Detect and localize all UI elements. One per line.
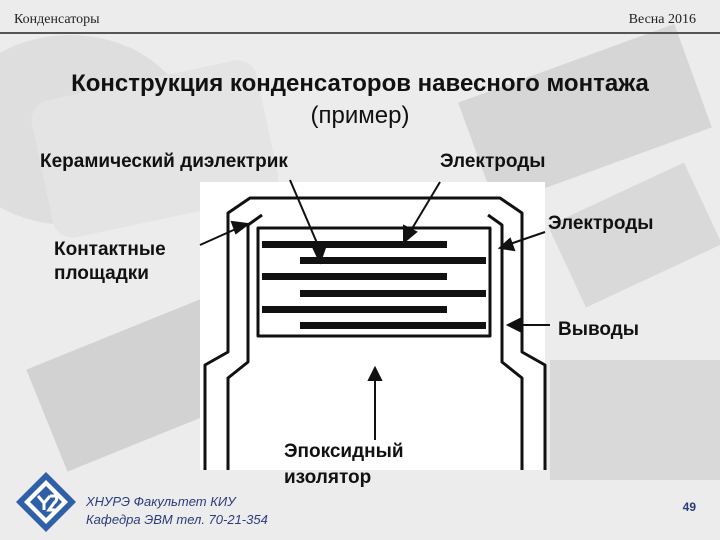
label-epoxy-line1: Эпоксидный — [284, 441, 404, 462]
label-epoxy-line2: изолятор — [284, 467, 372, 488]
footer-line2: Кафедра ЭВМ тел. 70-21-354 — [86, 512, 268, 527]
electrode — [300, 322, 486, 329]
page-number: 49 — [682, 500, 696, 514]
electrode — [262, 273, 447, 280]
ceramic-body — [256, 226, 492, 338]
footer-line1: ХНУРЭ Факультет КИУ — [86, 494, 236, 509]
footer-contact: ХНУРЭ Факультет КИУ Кафедра ЭВМ тел. 70-… — [86, 493, 268, 529]
slide-title: Конструкция конденсаторов навесного монт… — [60, 68, 660, 132]
electrode — [262, 241, 447, 248]
label-leads: Выводы — [558, 319, 640, 340]
header-section-title: Конденсаторы — [14, 12, 100, 27]
lead-right — [487, 213, 524, 470]
label-contact-pads-line2: площадки — [54, 263, 149, 284]
slide-title-main: Конструкция конденсаторов навесного монт… — [71, 70, 649, 97]
lead-left — [226, 213, 263, 470]
outer-body — [203, 196, 547, 470]
label-contact-pads-line1: Контактные — [54, 239, 166, 260]
label-electrodes-right: Электроды — [548, 213, 654, 234]
label-electrodes-top: Электроды — [440, 151, 546, 172]
electrode — [300, 290, 486, 297]
slide-title-suffix: (пример) — [310, 102, 410, 129]
header-semester: Весна 2016 — [628, 12, 696, 27]
electrode — [262, 306, 447, 313]
label-ceramic-dielectric: Керамический диэлектрик — [40, 151, 288, 172]
header-divider — [0, 32, 720, 34]
university-logo — [16, 472, 76, 532]
electrode — [300, 257, 486, 264]
